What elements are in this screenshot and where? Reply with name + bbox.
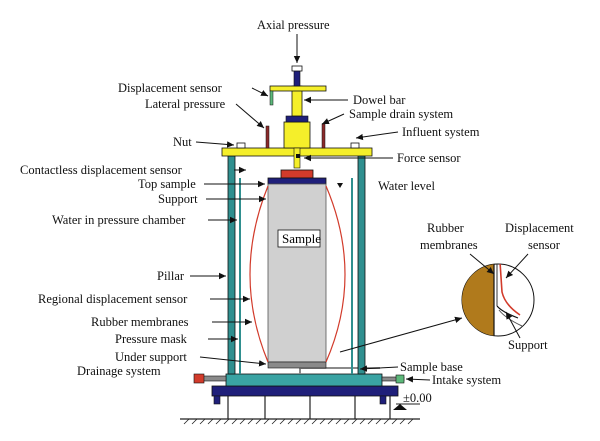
- sample-drain-system-label: Sample drain system: [349, 107, 453, 121]
- influent-system-label: Influent system: [402, 125, 480, 139]
- pillar-left: [227, 155, 236, 375]
- nut-label: Nut: [173, 135, 192, 149]
- base-frame: [211, 385, 399, 397]
- sample: [267, 183, 327, 363]
- pillar-label: Pillar: [157, 269, 185, 283]
- nut-right: [350, 142, 360, 149]
- contactless-displacement-sensor-label: Contactless displacement sensor: [20, 163, 183, 177]
- rubber-membranes-label: Rubber membranes: [91, 315, 189, 329]
- detail-displacement-line2: sensor: [528, 238, 561, 252]
- dowel-bar-label: Dowel bar: [353, 93, 406, 107]
- axial-cap: [291, 65, 303, 72]
- nut-left: [236, 142, 246, 149]
- ground: ±0.00: [180, 391, 432, 425]
- intake-valve: [395, 374, 405, 384]
- displacement-sensor-label: Displacement sensor: [118, 81, 223, 95]
- sample-base-plate: [225, 373, 383, 387]
- rubber-membrane-right: [325, 185, 346, 363]
- support-label: Support: [158, 192, 198, 206]
- intake-system-label: Intake system: [432, 373, 501, 387]
- rubber-membrane-left: [249, 185, 269, 363]
- pressure-mask-label: Pressure mask: [115, 332, 188, 346]
- elevation-label: ±0.00: [403, 391, 432, 405]
- force-sensor-label: Force sensor: [397, 151, 461, 165]
- drainage-system-label: Drainage system: [77, 364, 161, 378]
- top-sample-label: Top sample: [138, 177, 196, 191]
- lateral-pressure-label: Lateral pressure: [145, 97, 226, 111]
- regional-displacement-sensor-label: Regional displacement sensor: [38, 292, 188, 306]
- detail-rubber-line1: Rubber: [427, 221, 465, 235]
- water-in-pressure-chamber-label: Water in pressure chamber: [52, 213, 186, 227]
- detail-magnifier: [339, 263, 535, 353]
- pillar-right: [357, 155, 366, 375]
- under-support-label: Under support: [115, 350, 187, 364]
- sample-label: Sample: [282, 231, 321, 246]
- detail-displacement-line1: Displacement: [505, 221, 574, 235]
- drainage-valve: [193, 373, 205, 384]
- sample-label-box: [277, 229, 321, 248]
- water-level-label: Water level: [378, 179, 435, 193]
- top-sample: [267, 177, 327, 185]
- axial-pressure-label: Axial pressure: [257, 18, 330, 32]
- sample-base-label: Sample base: [400, 360, 463, 374]
- under-support: [267, 361, 327, 369]
- detail-rubber-line2: membranes: [420, 238, 478, 252]
- detail-support-label: Support: [508, 338, 548, 352]
- force-sensor: [296, 154, 300, 158]
